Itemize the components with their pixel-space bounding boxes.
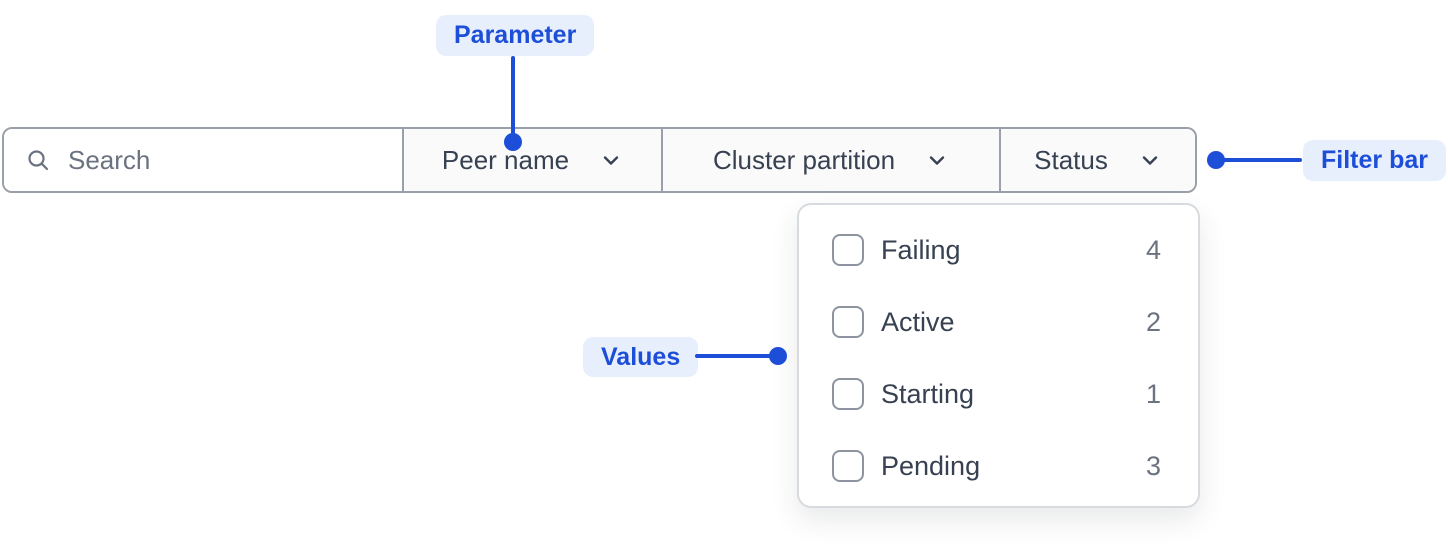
filter-bar: Peer name Cluster partition Status xyxy=(2,127,1197,193)
annotation-parameter-connector-dot xyxy=(504,133,522,151)
option-count: 2 xyxy=(1145,306,1161,337)
checkbox-unchecked[interactable] xyxy=(832,378,864,410)
annotation-values-badge: Values xyxy=(583,337,699,377)
option-count: 1 xyxy=(1145,378,1161,409)
search-field[interactable] xyxy=(4,129,402,191)
option-count: 4 xyxy=(1145,234,1161,265)
option-label: Pending xyxy=(881,450,981,481)
chevron-down-icon xyxy=(929,156,945,165)
annotation-filter-bar-connector-dot xyxy=(1207,151,1225,169)
checkbox-unchecked[interactable] xyxy=(832,450,864,482)
annotation-parameter-connector-line xyxy=(511,56,515,136)
filter-dropdown-cluster-partition[interactable]: Cluster partition xyxy=(661,129,999,191)
filter-dropdown-status[interactable]: Status xyxy=(999,129,1195,191)
option-label: Failing xyxy=(881,234,961,265)
filter-dropdown-peer-name[interactable]: Peer name xyxy=(402,129,661,191)
filter-dropdown-label: Peer name xyxy=(441,144,570,175)
option-count: 3 xyxy=(1145,450,1161,481)
chevron-down-icon xyxy=(603,156,619,165)
checkbox-unchecked[interactable] xyxy=(832,306,864,338)
annotation-filter-bar-connector-line xyxy=(1216,158,1302,162)
chevron-down-icon xyxy=(1142,156,1158,165)
filter-dropdown-label: Status xyxy=(1034,144,1108,175)
status-dropdown-panel: Failing 4 Active 2 Starting 1 Pending 3 xyxy=(797,203,1200,508)
annotation-values-connector-dot xyxy=(769,347,787,365)
status-option-failing[interactable]: Failing 4 xyxy=(799,214,1198,286)
option-label: Starting xyxy=(881,378,975,409)
status-option-active[interactable]: Active 2 xyxy=(799,286,1198,358)
annotation-values-connector-line xyxy=(695,354,778,358)
status-option-starting[interactable]: Starting 1 xyxy=(799,358,1198,430)
annotation-filter-bar-badge: Filter bar xyxy=(1303,140,1446,181)
status-option-pending[interactable]: Pending 3 xyxy=(799,430,1198,502)
option-label: Active xyxy=(881,306,955,337)
filter-dropdown-label: Cluster partition xyxy=(712,144,896,175)
checkbox-unchecked[interactable] xyxy=(832,234,864,266)
search-icon xyxy=(28,150,49,171)
search-input[interactable] xyxy=(68,144,402,176)
annotation-parameter-badge: Parameter xyxy=(436,15,595,56)
